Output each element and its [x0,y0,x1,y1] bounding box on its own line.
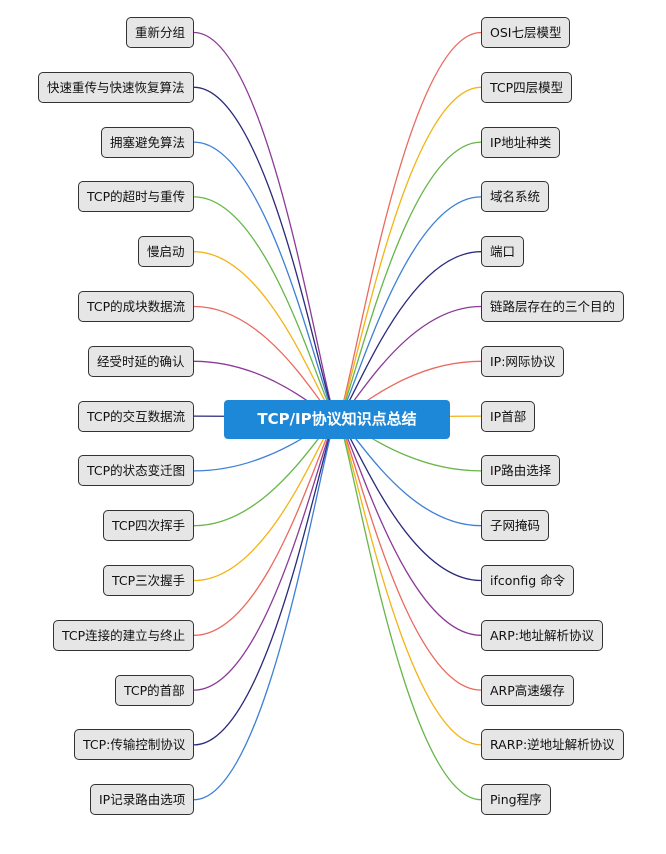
right-connector [336,418,482,691]
left-topic-node[interactable]: TCP的首部 [115,674,194,706]
right-connector [336,418,482,636]
right-connector [336,418,482,801]
left-topic-node[interactable]: 拥塞避免算法 [101,126,195,158]
left-topic-node[interactable]: 重新分组 [126,17,195,48]
right-topic-node[interactable]: 子网掩码 [481,510,550,542]
left-connector [193,141,338,420]
left-topic-node[interactable]: TCP连接的建立与终止 [53,619,195,651]
right-topic-node[interactable]: 链路层存在的三个目的 [481,291,625,322]
left-topic-node[interactable]: IP记录路由选项 [90,784,195,816]
left-connector [193,31,338,420]
right-connector [336,141,482,420]
right-topic-node[interactable]: ARP:地址解析协议 [481,619,603,651]
left-topic-node[interactable]: 慢启动 [138,236,194,268]
left-connector [193,196,338,420]
right-topic-node[interactable]: ARP高速缓存 [481,674,574,706]
left-topic-node[interactable]: 快速重传与快速恢复算法 [38,71,194,103]
left-topic-node[interactable]: TCP的成块数据流 [78,291,195,322]
right-topic-node[interactable]: OSI七层模型 [481,17,571,48]
right-connector [336,418,482,582]
left-topic-node[interactable]: TCP:传输控制协议 [74,729,195,761]
right-connector [336,31,482,420]
left-topic-node[interactable]: TCP的交互数据流 [78,400,195,432]
left-topic-node[interactable]: TCP三次握手 [103,565,195,596]
left-topic-node[interactable]: TCP的超时与重传 [78,181,195,213]
left-connector [193,418,338,582]
left-connector [193,251,338,420]
left-connector [193,418,338,746]
left-topic-node[interactable]: 经受时延的确认 [88,345,194,377]
left-topic-node[interactable]: TCP四次挥手 [103,510,195,542]
right-topic-node[interactable]: RARP:逆地址解析协议 [481,729,624,761]
right-connector [336,418,482,746]
left-connector [193,86,338,420]
right-connector [336,86,482,420]
right-topic-node[interactable]: IP路由选择 [481,455,561,487]
left-topic-node[interactable]: TCP的状态变迁图 [78,455,195,487]
right-topic-node[interactable]: IP首部 [481,400,536,432]
right-topic-node[interactable]: IP:网际协议 [481,345,565,377]
right-topic-node[interactable]: 域名系统 [481,181,550,213]
right-topic-node[interactable]: 端口 [481,236,525,268]
left-connector [193,418,338,691]
right-topic-node[interactable]: TCP四层模型 [481,71,573,103]
left-connector [193,418,338,636]
left-connector [193,418,338,801]
central-topic[interactable]: TCP/IP协议知识点总结 [224,400,450,439]
right-topic-node[interactable]: ifconfig 命令 [481,565,575,596]
right-topic-node[interactable]: Ping程序 [481,784,551,816]
right-connector [336,196,482,420]
right-topic-node[interactable]: IP地址种类 [481,126,561,158]
right-connector [336,251,482,420]
